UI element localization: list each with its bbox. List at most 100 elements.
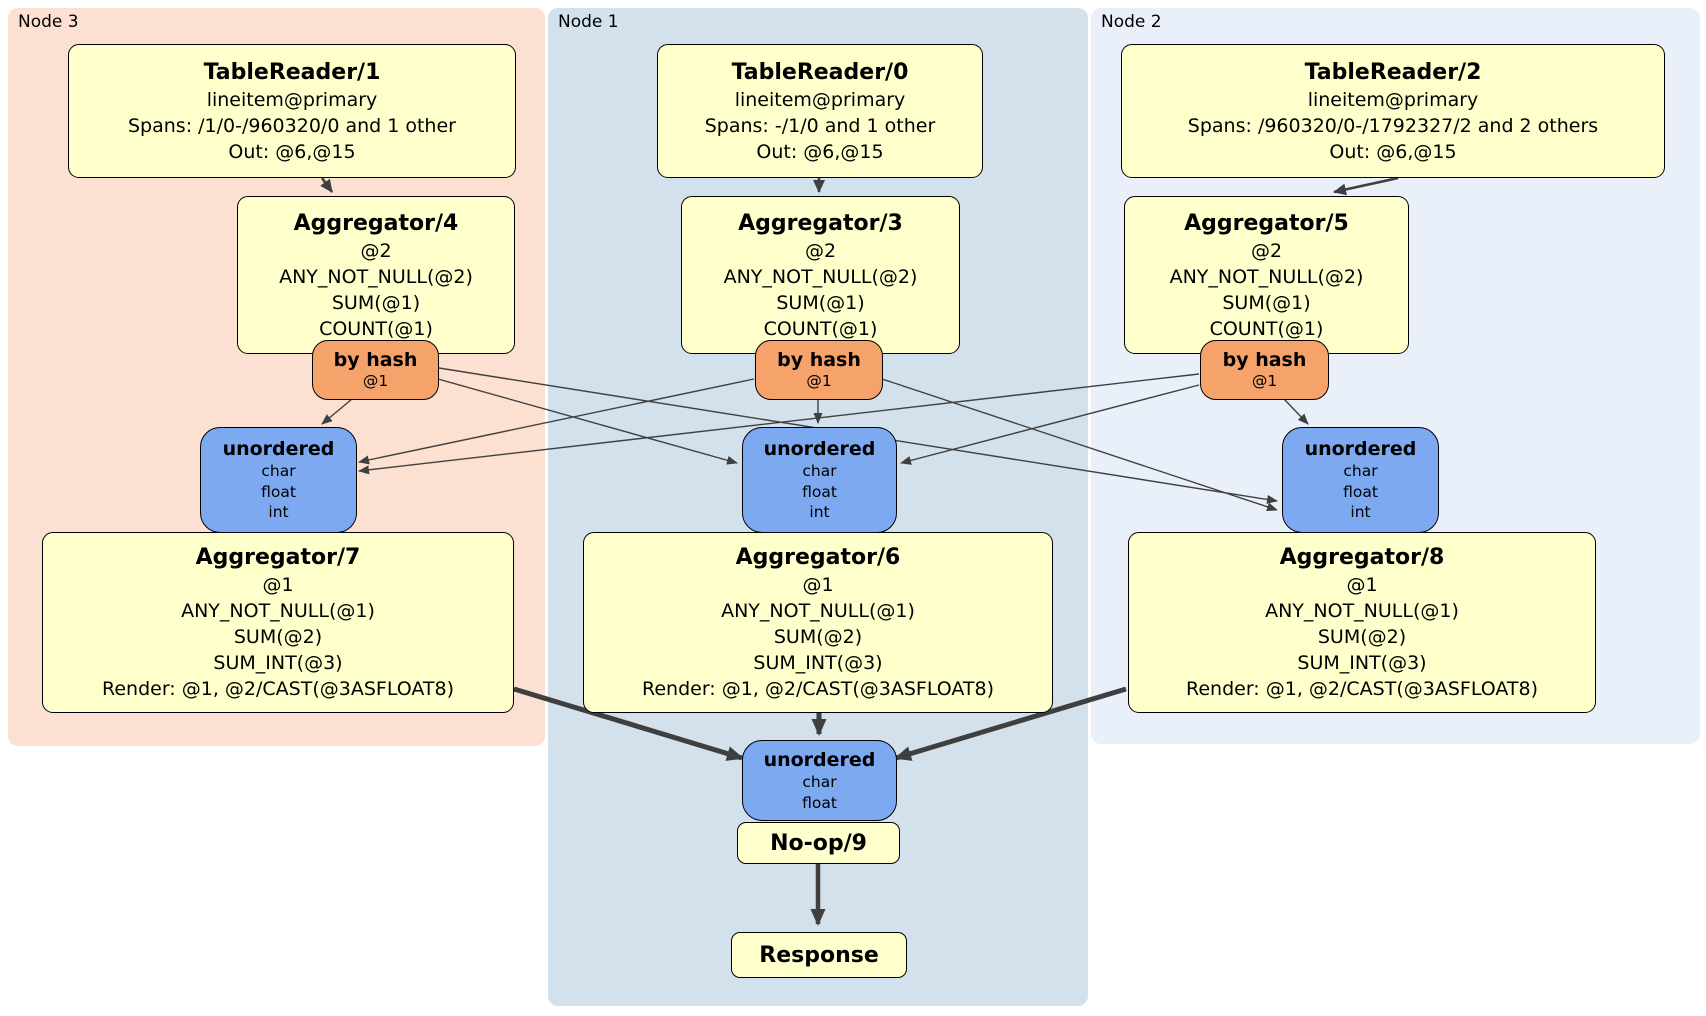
edge-tr1-agg4 [320, 177, 334, 193]
processor-tablereader-1: TableReader/1 lineitem@primary Spans: /1… [68, 44, 516, 178]
sync-stream: int [809, 503, 830, 522]
processor-title: Aggregator/7 [195, 545, 361, 570]
processor-aggregator-3: Aggregator/3 @2 ANY_NOT_NULL(@2) SUM(@1)… [681, 196, 960, 354]
router-key: @1 [806, 372, 832, 390]
sync-stream: int [1350, 503, 1371, 522]
agg-fn: SUM_INT(@3) [213, 652, 343, 674]
response-title: Response [759, 942, 879, 968]
sync-stream: float [802, 482, 837, 501]
agg-fn: COUNT(@1) [319, 317, 433, 340]
processor-spans: Spans: /1/0-/960320/0 and 1 other [128, 114, 456, 137]
sync-stream: char [1343, 462, 1378, 481]
agg-render: Render: @1, @2/CAST(@3ASFLOAT8) [102, 678, 454, 700]
processor-title: No-op/9 [770, 830, 867, 856]
hash-router-node3: by hash @1 [312, 340, 439, 400]
edge-router2-sync2 [1282, 397, 1309, 425]
node1-label: Node 1 [558, 12, 619, 32]
sync-stream: float [802, 793, 837, 812]
response-box: Response [731, 932, 907, 978]
sync-stream: float [261, 482, 296, 501]
agg-fn: COUNT(@1) [1209, 317, 1324, 340]
router-key: @1 [1251, 372, 1278, 390]
processor-title: TableReader/0 [731, 59, 909, 85]
agg-group-cols: @1 [262, 574, 294, 596]
processor-index: lineitem@primary [1307, 88, 1479, 111]
edge-router2-sync1 [900, 384, 1200, 465]
agg-fn: SUM(@1) [1222, 291, 1311, 314]
processor-title: TableReader/1 [203, 59, 381, 85]
processor-index: lineitem@primary [206, 88, 378, 111]
agg-fn: ANY_NOT_NULL(@2) [723, 265, 918, 288]
agg-fn: SUM(@2) [233, 626, 323, 648]
agg-fn: COUNT(@1) [763, 317, 878, 340]
agg-group-cols: @2 [804, 239, 837, 262]
agg-group-cols: @1 [802, 574, 834, 596]
agg-group-cols: @1 [1346, 574, 1378, 596]
processor-tablereader-0: TableReader/0 lineitem@primary Spans: -/… [657, 44, 983, 178]
router-title: by hash [333, 349, 418, 371]
unordered-sync-node1: unordered char float int [742, 427, 897, 533]
agg-fn: ANY_NOT_NULL(@1) [181, 600, 375, 622]
processor-out: Out: @6,@15 [756, 140, 884, 163]
agg-group-cols: @2 [360, 239, 392, 262]
agg-render: Render: @1, @2/CAST(@3ASFLOAT8) [1186, 678, 1538, 700]
agg-fn: SUM_INT(@3) [753, 652, 883, 674]
agg-fn: SUM(@1) [776, 291, 865, 314]
unordered-sync-node3: unordered char float int [200, 427, 357, 533]
edge-agg7-finalsync [513, 686, 744, 761]
sync-title: unordered [763, 438, 876, 461]
processor-title: Aggregator/3 [738, 210, 903, 236]
sync-title: unordered [1304, 438, 1417, 461]
processor-title: Aggregator/4 [293, 210, 459, 236]
edge-router2-sync3 [358, 373, 1200, 475]
edge-router3-sync1 [437, 378, 738, 465]
processor-aggregator-8: Aggregator/8 @1 ANY_NOT_NULL(@1) SUM(@2)… [1128, 532, 1596, 713]
agg-fn: ANY_NOT_NULL(@2) [279, 265, 473, 288]
router-key: @1 [362, 372, 389, 390]
processor-tablereader-2: TableReader/2 lineitem@primary Spans: /9… [1121, 44, 1665, 178]
sync-stream: char [261, 462, 296, 481]
processor-aggregator-6: Aggregator/6 @1 ANY_NOT_NULL(@1) SUM(@2)… [583, 532, 1053, 713]
processor-noop-9: No-op/9 [737, 822, 900, 864]
node2-label: Node 2 [1101, 12, 1162, 32]
agg-fn: ANY_NOT_NULL(@1) [1265, 600, 1459, 622]
processor-aggregator-7: Aggregator/7 @1 ANY_NOT_NULL(@1) SUM(@2)… [42, 532, 514, 713]
hash-router-node2: by hash @1 [1200, 340, 1329, 400]
edge-agg8-finalsync [894, 686, 1127, 761]
processor-title: TableReader/2 [1304, 59, 1482, 85]
processor-title: Aggregator/5 [1184, 210, 1349, 236]
unordered-sync-node2: unordered char float int [1282, 427, 1439, 533]
edge-tr2-agg5 [1333, 176, 1399, 196]
edge-router1-sync3 [358, 378, 755, 465]
processor-spans: Spans: /960320/0-/1792327/2 and 2 others [1187, 114, 1599, 137]
processor-out: Out: @6,@15 [228, 140, 356, 163]
processor-index: lineitem@primary [734, 88, 906, 111]
agg-fn: ANY_NOT_NULL(@2) [1169, 265, 1364, 288]
agg-fn: ANY_NOT_NULL(@1) [721, 600, 915, 622]
sync-stream: int [268, 503, 289, 522]
unordered-sync-final: unordered char float [742, 740, 897, 821]
processor-aggregator-5: Aggregator/5 @2 ANY_NOT_NULL(@2) SUM(@1)… [1124, 196, 1409, 354]
sync-title: unordered [222, 438, 335, 461]
sync-stream: char [802, 773, 837, 791]
processor-aggregator-4: Aggregator/4 @2 ANY_NOT_NULL(@2) SUM(@1)… [237, 196, 515, 354]
sync-stream: float [1343, 482, 1378, 501]
edge-router1-sync2 [881, 378, 1278, 512]
sync-title: unordered [763, 749, 876, 771]
sync-stream: char [802, 462, 837, 481]
agg-fn: SUM(@2) [773, 626, 863, 648]
agg-fn: SUM(@1) [331, 291, 421, 314]
agg-fn: SUM(@2) [1317, 626, 1407, 648]
node3-label: Node 3 [18, 12, 79, 32]
router-title: by hash [777, 349, 861, 371]
agg-group-cols: @2 [1250, 239, 1283, 262]
agg-fn: SUM_INT(@3) [1297, 652, 1427, 674]
processor-title: Aggregator/8 [1279, 545, 1445, 570]
agg-render: Render: @1, @2/CAST(@3ASFLOAT8) [642, 678, 994, 700]
processor-spans: Spans: -/1/0 and 1 other [704, 114, 936, 137]
router-title: by hash [1222, 349, 1307, 371]
processor-out: Out: @6,@15 [1329, 140, 1457, 163]
edge-router3-sync3 [321, 398, 353, 425]
